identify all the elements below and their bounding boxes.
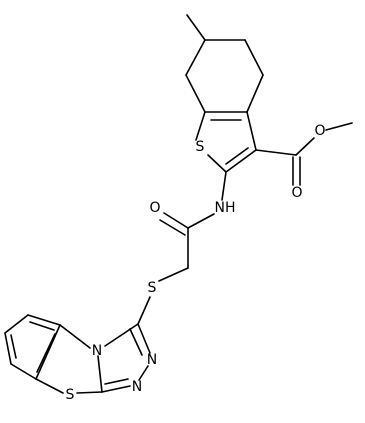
atom-o-ester-carbonyl: O — [291, 185, 302, 201]
bond-benz-1-double — [36, 333, 56, 373]
bond-benz-2 — [10, 363, 37, 380]
bond-s-c3-triazole — [137, 296, 151, 325]
bond-benz-1 — [35, 324, 61, 380]
atom-s-thiophene: S — [196, 139, 205, 155]
bond-s-c-benz — [35, 378, 64, 394]
bond-c8a-s — [76, 391, 103, 394]
bond-s-c2 — [207, 154, 227, 173]
bond-n1-c8a — [101, 385, 131, 393]
bond-o-methyl — [325, 122, 353, 131]
bond-ring-b — [244, 39, 264, 76]
bond-methyl — [186, 14, 206, 41]
bond-c3-c3a — [246, 111, 257, 151]
bond-amide-co-2 — [159, 219, 186, 236]
bond-c3-n-bridge — [104, 323, 139, 347]
bond-c2-c3-double — [225, 147, 249, 165]
bond-n2-n1 — [138, 365, 149, 381]
bond-c8a-n-bridge — [97, 355, 103, 393]
atom-s-benzothiazole: S — [66, 387, 75, 403]
bond-n-bridge-c-benz — [59, 324, 91, 349]
bond-c2-c3 — [225, 149, 257, 173]
atom-o-amide: O — [149, 200, 160, 216]
bond-nh-co — [187, 213, 215, 229]
bond-ring-e — [185, 74, 206, 113]
bond-benz-3 — [4, 332, 12, 365]
atom-s-thioether: S — [148, 280, 157, 296]
bond-benz-5-double — [29, 321, 55, 331]
bond-ch2-s — [158, 267, 189, 282]
atom-nh-amide: NH — [215, 200, 236, 216]
bond-c3-n2-double — [129, 328, 143, 356]
bond-c3-ester-c — [255, 149, 297, 156]
bond-n1-c8a-double — [104, 378, 129, 385]
bond-c2-nh — [221, 171, 227, 201]
bond-benz-3-double — [10, 334, 17, 359]
bond-c7a-s — [195, 111, 206, 141]
atom-n-triazole-2: N — [132, 379, 142, 395]
bond-amide-co-1 — [163, 212, 189, 229]
bond-c3-n2 — [137, 323, 151, 354]
bond-ester-c-o — [295, 137, 315, 156]
atom-n-triazole-1: N — [147, 352, 157, 368]
bond-ring-c — [246, 74, 264, 113]
atom-o-ester-ether: O — [314, 123, 325, 139]
bond-benz-4 — [4, 314, 29, 334]
bond-ring-f — [185, 39, 206, 76]
atom-n-bridgehead: N — [92, 343, 102, 359]
bond-benz-5 — [27, 314, 61, 326]
